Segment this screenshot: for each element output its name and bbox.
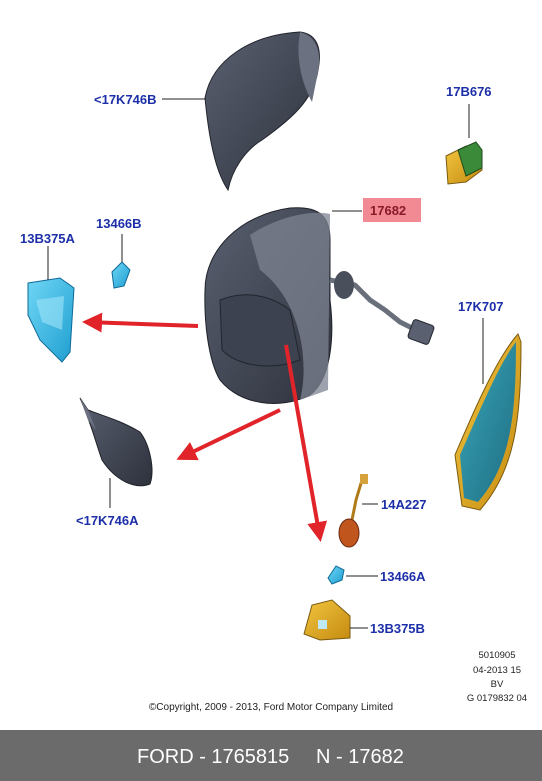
arrow-to-harness	[284, 344, 328, 542]
arrow-to-lower-cover	[176, 408, 281, 461]
callout-bulb-right: 13466A	[380, 569, 426, 584]
meta-line-1: 5010905	[478, 650, 516, 661]
callout-lamp-lens-left: 13B375A	[20, 231, 75, 246]
footer-part-number: FORD - 1765815	[137, 746, 290, 768]
mirror-cover-lower	[79, 397, 153, 487]
mirror-glass-17k707	[454, 333, 522, 511]
exploded-parts-diagram	[27, 31, 522, 641]
callout-bulb-housing: 17B676	[446, 84, 492, 99]
copyright-notice: ©Copyright, 2009 - 2013, Ford Motor Comp…	[148, 702, 394, 713]
meta-line-2: 04-2013 15	[472, 665, 522, 676]
callout-cover-lower: <17K746A	[76, 513, 139, 528]
callout-glass: 17K707	[458, 299, 504, 314]
callout-harness: 14A227	[381, 497, 427, 512]
callout-main-part-highlight: 17682	[363, 198, 421, 222]
callout-cover-upper: <17K746B	[94, 92, 157, 107]
callout-main-part: 17682	[370, 203, 407, 218]
mirror-housing-17682	[204, 207, 435, 404]
wiring-harness-14a227	[338, 474, 368, 548]
lamp-lens-13b375a	[27, 277, 75, 363]
bulb-13466b	[111, 261, 131, 289]
footer-bar: FORD - 1765815 N - 17682	[0, 730, 542, 781]
callout-lamp-lens-right: 13B375B	[370, 621, 425, 636]
meta-line-3: BV	[490, 679, 504, 690]
callout-bulb-left: 13466B	[96, 216, 142, 231]
arrow-to-lamp-lens	[82, 312, 199, 333]
lamp-lens-13b375b	[303, 599, 351, 641]
leader-lines	[47, 98, 484, 629]
bulb-housing-17b676	[445, 141, 483, 185]
meta-line-4: G 0179832 04	[466, 693, 528, 704]
footer-base-number: N - 17682	[316, 746, 404, 768]
bulb-13466a	[327, 565, 345, 585]
mirror-cover-upper	[204, 31, 320, 192]
